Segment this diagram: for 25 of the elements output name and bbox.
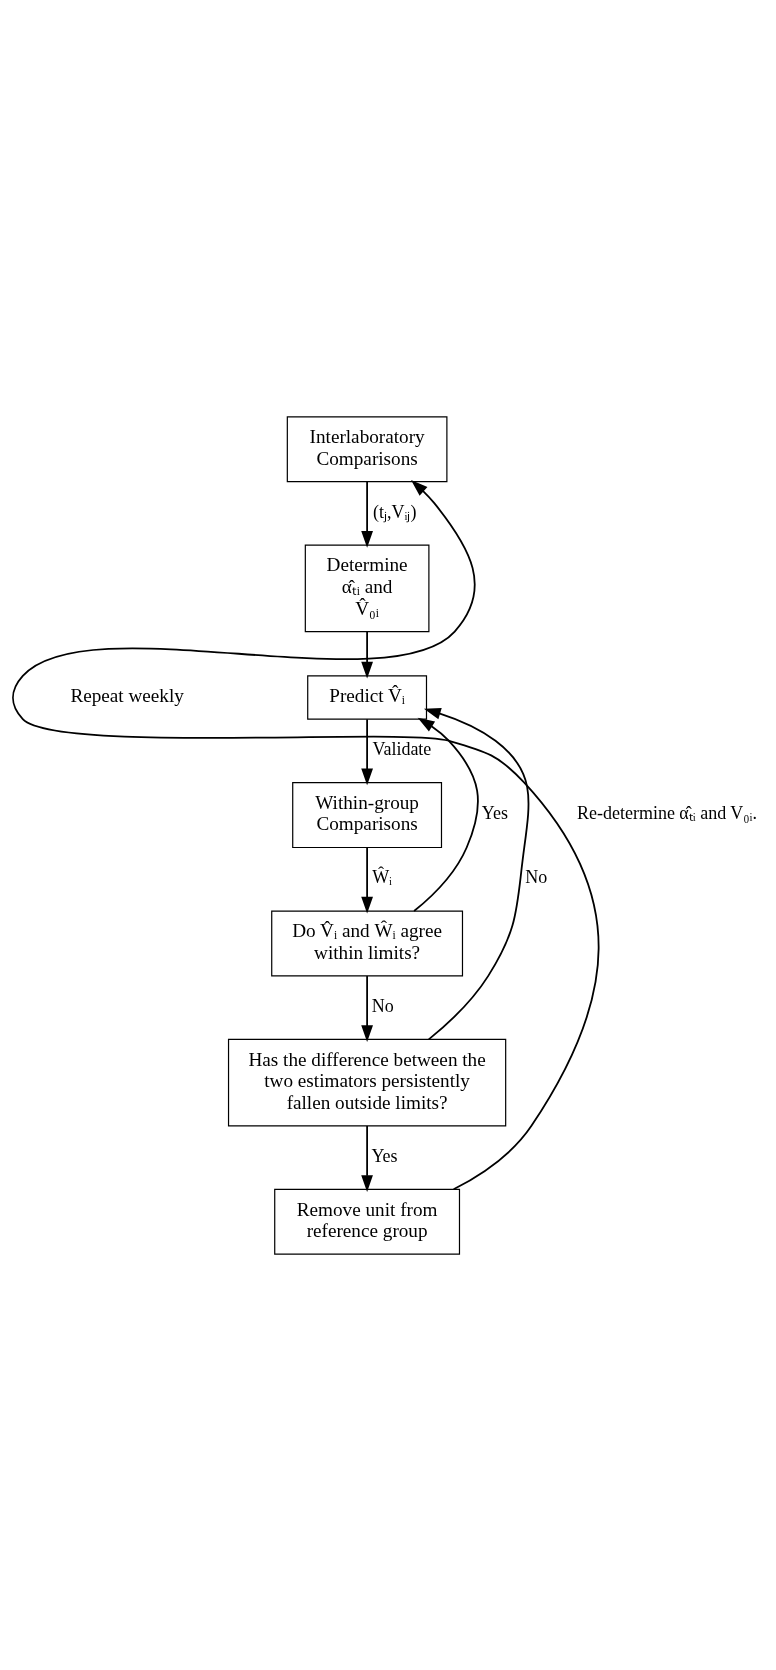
arrow (361, 480, 373, 548)
edge-label: Validate (372, 738, 432, 759)
arrow (361, 974, 373, 1042)
edge-label: Ŵᵢ (372, 866, 393, 887)
edge-label: Yes (371, 1145, 398, 1166)
edge-label: Yes (481, 802, 508, 823)
edge-label: Re-determine α̂ₜᵢ and V₀ᵢ. (577, 802, 758, 823)
node-box: Do V̂ᵢ and Ŵᵢ agree within limits? (271, 910, 464, 976)
arrow (12, 479, 600, 1190)
node-box: Within-group Comparisons (292, 781, 443, 848)
label: Repeat weekly (70, 684, 184, 706)
arrow (361, 717, 373, 785)
arrow (361, 1124, 373, 1192)
node-box: Predict V̂ᵢ (307, 674, 428, 720)
node-box: Remove unit from reference group (274, 1188, 461, 1255)
arrow (361, 846, 373, 913)
arrow (423, 707, 530, 1040)
edge-label: (tⱼ,Vᵢⱼ) (373, 501, 417, 522)
node-box: Determine α̂ₜᵢ and V̂₀ᵢ (304, 544, 430, 632)
edge-label: No (371, 995, 394, 1016)
node-box: Has the difference between the two estimators persistently fallen outside limits? (227, 1038, 507, 1126)
node-box: Interlaboratory Comparisons (286, 415, 448, 482)
arrow (413, 717, 479, 912)
edge-label: No (525, 866, 548, 887)
arrow (361, 630, 373, 679)
